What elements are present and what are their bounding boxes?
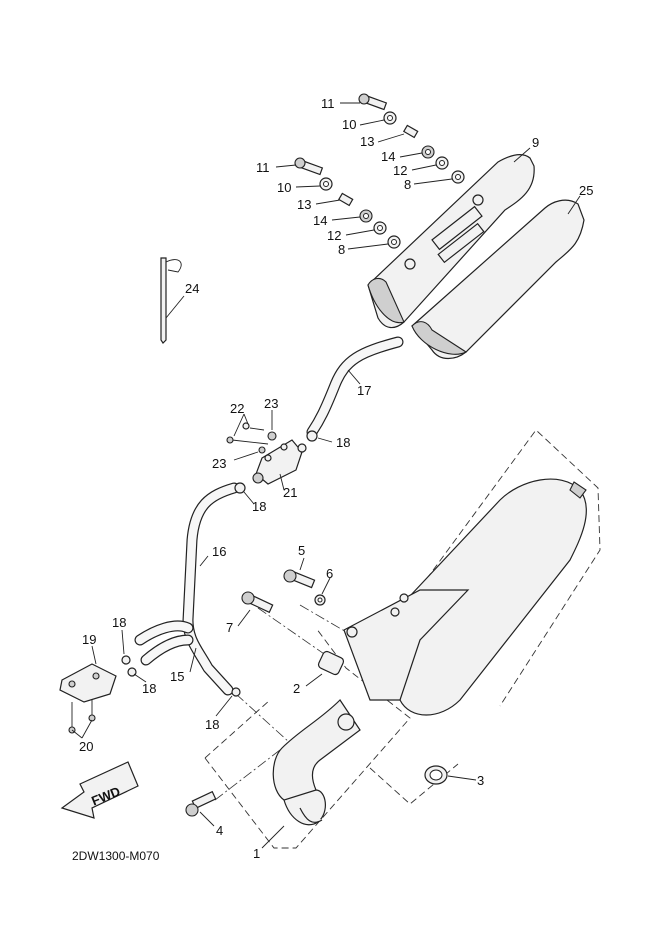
muffler-assembly <box>272 478 587 826</box>
callout-25: 25 <box>579 183 593 198</box>
valve-19 <box>59 663 117 734</box>
cable-tie <box>160 257 182 344</box>
callout-5: 5 <box>298 543 305 558</box>
callout-numbers: 11 10 13 14 12 8 11 10 13 14 12 8 9 25 2… <box>79 96 593 861</box>
callout-13-upper: 13 <box>360 134 374 149</box>
screws-22-23 <box>226 422 277 454</box>
callout-23-lower: 23 <box>212 456 226 471</box>
callout-6: 6 <box>326 566 333 581</box>
leader-lines <box>71 102 581 849</box>
callout-18-d: 18 <box>142 681 156 696</box>
callout-20: 20 <box>79 739 93 754</box>
drawing-code: 2DW1300-M070 <box>72 849 160 863</box>
callout-22: 22 <box>230 401 244 416</box>
callout-14-lower: 14 <box>313 213 327 228</box>
callout-4: 4 <box>216 823 223 838</box>
fwd-arrow: FWD <box>60 761 139 819</box>
callout-24: 24 <box>185 281 199 296</box>
reed-valve-21 <box>252 439 307 485</box>
callout-7: 7 <box>226 620 233 635</box>
callout-12-lower: 12 <box>327 228 341 243</box>
collar-2 <box>317 650 345 676</box>
callout-23-upper: 23 <box>264 396 278 411</box>
callout-2: 2 <box>293 681 300 696</box>
heat-protector-upper <box>367 154 535 329</box>
callout-12-upper: 12 <box>393 163 407 178</box>
callout-18-c: 18 <box>112 615 126 630</box>
callout-15: 15 <box>170 669 184 684</box>
callout-21: 21 <box>283 485 297 500</box>
callout-16: 16 <box>212 544 226 559</box>
callout-9: 9 <box>532 135 539 150</box>
callout-18-b: 18 <box>252 499 266 514</box>
hose-15 <box>134 620 194 666</box>
gasket-3 <box>424 765 448 785</box>
callout-11-upper: 11 <box>321 96 335 111</box>
hose-16 <box>182 482 240 696</box>
callout-14-upper: 14 <box>381 149 395 164</box>
callout-11-lower: 11 <box>256 160 270 175</box>
heat-protector-lower <box>411 199 585 360</box>
callout-17: 17 <box>357 383 371 398</box>
fastener-stack-lower <box>294 157 401 249</box>
callout-8-upper: 8 <box>404 177 411 192</box>
callout-3: 3 <box>477 773 484 788</box>
callout-18-a: 18 <box>336 435 350 450</box>
callout-10-lower: 10 <box>277 180 291 195</box>
hose-17 <box>306 336 404 438</box>
callout-1: 1 <box>253 846 260 861</box>
bolts <box>185 569 326 817</box>
callout-13-lower: 13 <box>297 197 311 212</box>
fastener-stack-upper <box>358 93 465 184</box>
callout-8-lower: 8 <box>338 242 345 257</box>
callout-10-upper: 10 <box>342 117 356 132</box>
callout-18-e: 18 <box>205 717 219 732</box>
callout-19: 19 <box>82 632 96 647</box>
